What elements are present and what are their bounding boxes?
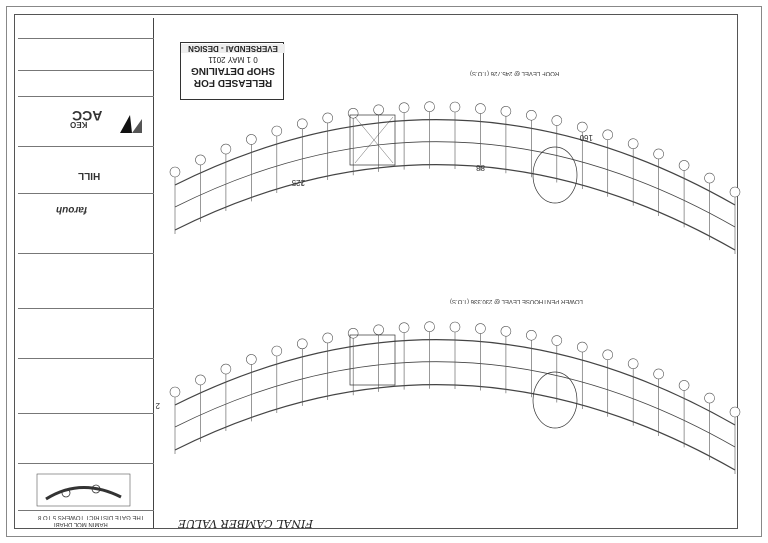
grid-bubble: [704, 392, 715, 404]
grid-bubble: [398, 102, 410, 113]
title-block: KEO ACC HILL farouh THE GATE DISTRICT TO…: [18, 18, 154, 528]
tb-divider: [18, 96, 154, 97]
grid-bubble: [271, 345, 283, 357]
grid-bubble: [475, 323, 486, 334]
grid-bubble: [195, 154, 206, 166]
opening-roof-1: [349, 114, 396, 166]
tb-divider: [18, 358, 154, 359]
grid-bubble: [475, 103, 486, 114]
grid-bubble: [220, 143, 232, 155]
grid-bubble: [704, 172, 715, 184]
roof-level-label: ROOF LEVEL @ 245.726 (T.O.S): [470, 70, 560, 76]
grid-bubble: [551, 335, 563, 346]
tb-divider: [18, 510, 154, 511]
grid-bubble: [653, 148, 664, 160]
grid-bubble: [296, 338, 308, 350]
contractor-logo: ACC: [72, 108, 103, 124]
grid-bubble: [602, 349, 614, 361]
tb-divider: [18, 463, 154, 464]
tb-divider: [18, 193, 154, 194]
opening-ph-1: [349, 334, 396, 386]
grid-bubble: [169, 386, 181, 398]
grid-bubble: [729, 406, 741, 418]
grid-bubble: [526, 110, 537, 121]
grid-bubble: [551, 115, 563, 126]
drawing-frame: [14, 14, 738, 529]
grid-bubble: [576, 121, 588, 133]
grid-bubble: [246, 134, 257, 145]
grid-bubble: [246, 354, 257, 365]
drawing-sheet-border: [6, 6, 762, 537]
grid-lines: [174, 111, 736, 474]
consultant-logo: farouh: [56, 204, 88, 215]
tb-divider: [18, 253, 154, 254]
tb-divider: [18, 70, 154, 71]
framing-plans: 225 235 160 88: [155, 101, 741, 474]
grid-bubble: [449, 101, 461, 113]
grid-bubble: [347, 327, 359, 339]
grid-bubble: [296, 118, 308, 130]
tb-divider: [18, 146, 154, 147]
final-camber-annotation: FINAL CAMBER VALUE: [178, 517, 314, 530]
grid-bubble: [678, 160, 690, 171]
grid-bubble: [271, 125, 283, 137]
grid-bubble: [500, 105, 512, 117]
grid-bubble: [424, 321, 435, 333]
grid-bubble: [526, 330, 537, 341]
grid-bubbles: [169, 101, 741, 418]
openings: [349, 114, 578, 429]
grid-bubble: [729, 186, 741, 198]
grid-bubble: [169, 166, 181, 178]
grid-bubble: [449, 321, 461, 333]
tb-divider: [18, 38, 154, 39]
tb-divider: [18, 308, 154, 309]
grid-bubble: [322, 112, 334, 124]
dim-160: 160: [579, 133, 593, 142]
dim-88: 88: [476, 163, 485, 172]
project-title: THE GATE DISTRICT TOWERS 5 TO 8: [38, 514, 145, 520]
grid-bubble: [576, 341, 588, 353]
grid-bubble: [398, 322, 410, 333]
grid-bubble: [602, 129, 614, 141]
grid-bubble: [373, 104, 384, 116]
grid-bubble: [678, 380, 690, 391]
release-stamp: RELEASED FOR SHOP DETAILING 0 1 MAY 2011…: [180, 42, 285, 100]
project-subtitle: RAMIN MOL DHABI: [54, 521, 108, 527]
key-plan-thumbnail: [36, 473, 131, 507]
grid-bubble: [220, 363, 232, 375]
opening-roof-2: [532, 146, 578, 204]
grid-bubble: [627, 138, 639, 150]
client-logo: HILL: [78, 170, 101, 181]
grid-bubble: [500, 325, 512, 337]
grid-bubble: [424, 101, 435, 113]
architect-logo: [120, 115, 142, 133]
grid-bubble: [653, 368, 664, 380]
lower-penthouse-label: LOWER PENTHOUSE LEVEL @ 230.336 (T.O.S): [450, 298, 583, 304]
dim-225: 225: [291, 178, 305, 187]
tb-divider: [18, 413, 154, 414]
dim-235: 235: [155, 401, 160, 410]
grid-bubble: [322, 332, 334, 344]
opening-ph-2: [532, 371, 578, 429]
grid-bubble: [627, 358, 639, 370]
grid-bubble: [373, 324, 384, 336]
grid-bubble: [347, 107, 359, 119]
grid-bubble: [195, 374, 206, 386]
